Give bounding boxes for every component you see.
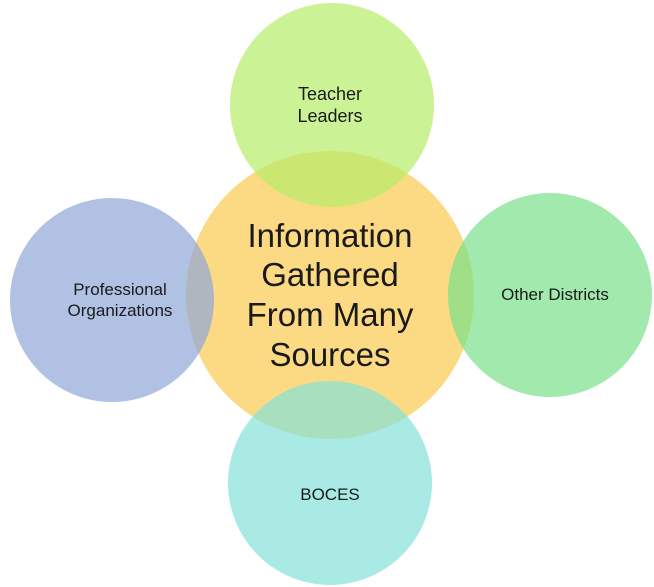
center-circle <box>186 151 474 439</box>
professional-organizations-label: Professional Organizations <box>67 279 173 320</box>
boces-label: BOCES <box>300 485 360 505</box>
other-districts-label: Other Districts <box>501 285 609 305</box>
left-circle <box>10 198 214 402</box>
top-circle <box>230 3 434 207</box>
bottom-circle <box>228 381 432 585</box>
right-circle <box>448 193 652 397</box>
center-label: Information Gathered From Many Sources <box>246 216 414 373</box>
teacher-leaders-label: Teacher Leaders <box>297 83 363 127</box>
